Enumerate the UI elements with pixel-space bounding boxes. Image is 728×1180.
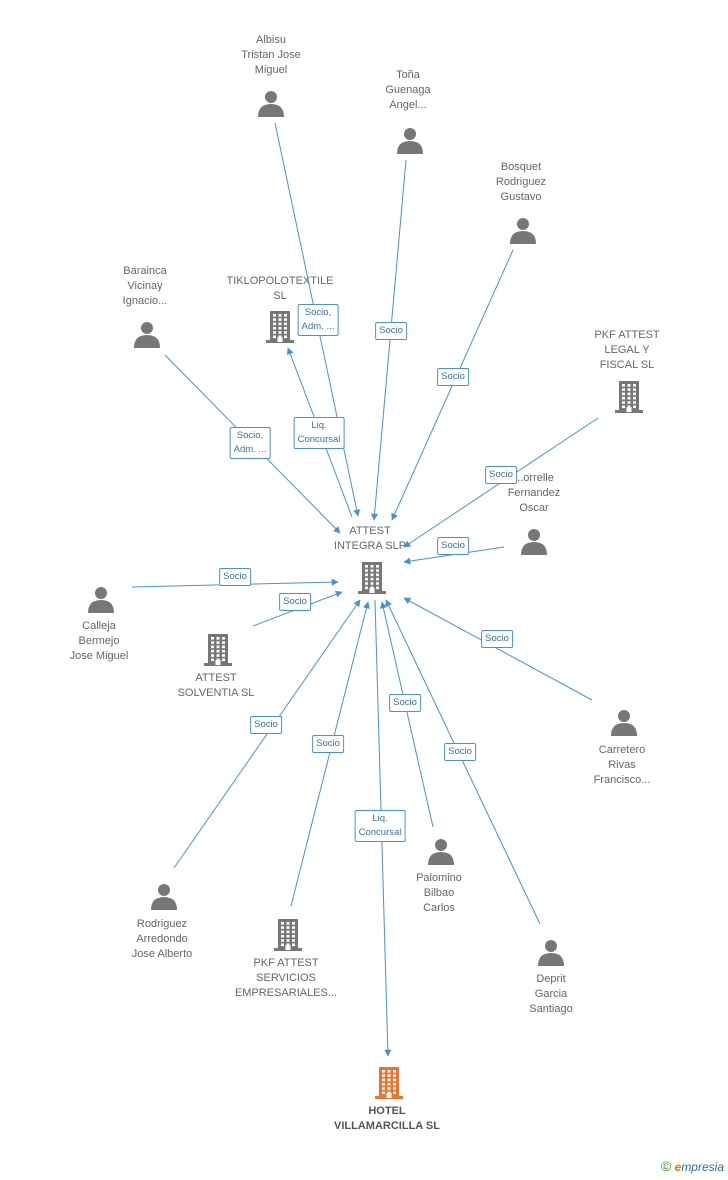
edge-label-attest[interactable]: Liq. Concursal xyxy=(354,810,406,842)
person-icon-palomino[interactable] xyxy=(427,837,455,870)
person-icon-orrelle[interactable] xyxy=(520,527,548,560)
edge-label-pkfserv[interactable]: Socio xyxy=(312,735,344,753)
node-label-bosquet[interactable]: Bosquet Rodriguez Gustavo xyxy=(495,161,547,203)
building-icon-pkflegal[interactable] xyxy=(614,379,644,418)
person-icon-deprit[interactable] xyxy=(537,938,565,971)
edge-label-bosquet[interactable]: Socio xyxy=(437,368,469,386)
node-label-barainca[interactable]: Barainca Vicinay Ignacio... xyxy=(122,265,168,307)
node-label-calleja[interactable]: Calleja Bermejo Jose Miguel xyxy=(69,620,129,662)
node-label-pkflegal[interactable]: PKF ATTEST LEGAL Y FISCAL SL xyxy=(594,329,660,371)
edge-label-orrelle[interactable]: Socio xyxy=(437,537,469,555)
edge-label-pkflegal[interactable]: Socio xyxy=(485,466,517,484)
node-label-hotel[interactable]: HOTEL VILLAMARCILLA SL xyxy=(334,1105,440,1132)
node-label-attest[interactable]: ATTEST INTEGRA SLP xyxy=(333,525,407,552)
node-label-solventia[interactable]: ATTEST SOLVENTIA SL xyxy=(177,672,255,699)
edge-label-albisu[interactable]: Socio, Adm. ... xyxy=(297,304,339,336)
edge-label-palomino[interactable]: Socio xyxy=(389,694,421,712)
person-icon-albisu[interactable] xyxy=(257,89,285,122)
edge-label-carretero[interactable]: Socio xyxy=(481,630,513,648)
node-label-orrelle[interactable]: ...orrelle Fernandez Oscar xyxy=(507,472,561,514)
brand-name: mpresia xyxy=(681,1160,724,1174)
node-label-carretero[interactable]: Carretero Rivas Francisco... xyxy=(593,744,651,786)
node-label-rodriguez[interactable]: Rodriguez Arredondo Jose Alberto xyxy=(131,918,193,960)
building-icon-hotel[interactable] xyxy=(374,1065,404,1104)
node-label-pkfserv[interactable]: PKF ATTEST SERVICIOS EMPRESARIALES... xyxy=(234,957,338,999)
edge-pkfserv-attest xyxy=(290,601,370,907)
edge-rodriguez-attest xyxy=(173,599,361,869)
empresia-logo: © empresia xyxy=(661,1158,724,1174)
brand-initial: e xyxy=(674,1160,682,1174)
edge-deprit-attest xyxy=(385,599,541,925)
edge-label-calleja[interactable]: Socio xyxy=(219,568,251,586)
edge-label-attest[interactable]: Liq. Concursal xyxy=(293,417,345,449)
node-label-palomino[interactable]: Palomino Bilbao Carlos xyxy=(416,872,462,914)
person-icon-barainca[interactable] xyxy=(133,320,161,353)
edge-tona-attest xyxy=(371,159,407,521)
person-icon-carretero[interactable] xyxy=(610,708,638,741)
person-icon-rodriguez[interactable] xyxy=(150,882,178,915)
edge-label-solventia[interactable]: Socio xyxy=(279,593,311,611)
node-label-deprit[interactable]: Deprit Garcia Santiago xyxy=(529,973,573,1015)
edge-label-barainca[interactable]: Socio, Adm. ... xyxy=(229,427,271,459)
copyright-mark: © xyxy=(660,1158,672,1174)
building-icon-solventia[interactable] xyxy=(203,632,233,671)
person-icon-bosquet[interactable] xyxy=(509,216,537,249)
edge-label-rodriguez[interactable]: Socio xyxy=(250,716,282,734)
edge-carretero-attest xyxy=(403,597,593,701)
node-label-tona[interactable]: Toña Guenaga Angel... xyxy=(385,69,431,111)
building-icon-attest[interactable] xyxy=(357,560,387,599)
person-icon-calleja[interactable] xyxy=(87,585,115,618)
edge-palomino-attest xyxy=(379,601,434,828)
building-icon-tiklo[interactable] xyxy=(265,309,295,348)
edge-label-tona[interactable]: Socio xyxy=(375,322,407,340)
node-label-albisu[interactable]: Albisu Tristan Jose Miguel xyxy=(241,34,301,76)
person-icon-tona[interactable] xyxy=(396,126,424,159)
node-label-tiklo[interactable]: TIKLOPOLOTEXTILE SL xyxy=(226,275,334,302)
edge-label-deprit[interactable]: Socio xyxy=(444,743,476,761)
building-icon-pkfserv[interactable] xyxy=(273,917,303,956)
